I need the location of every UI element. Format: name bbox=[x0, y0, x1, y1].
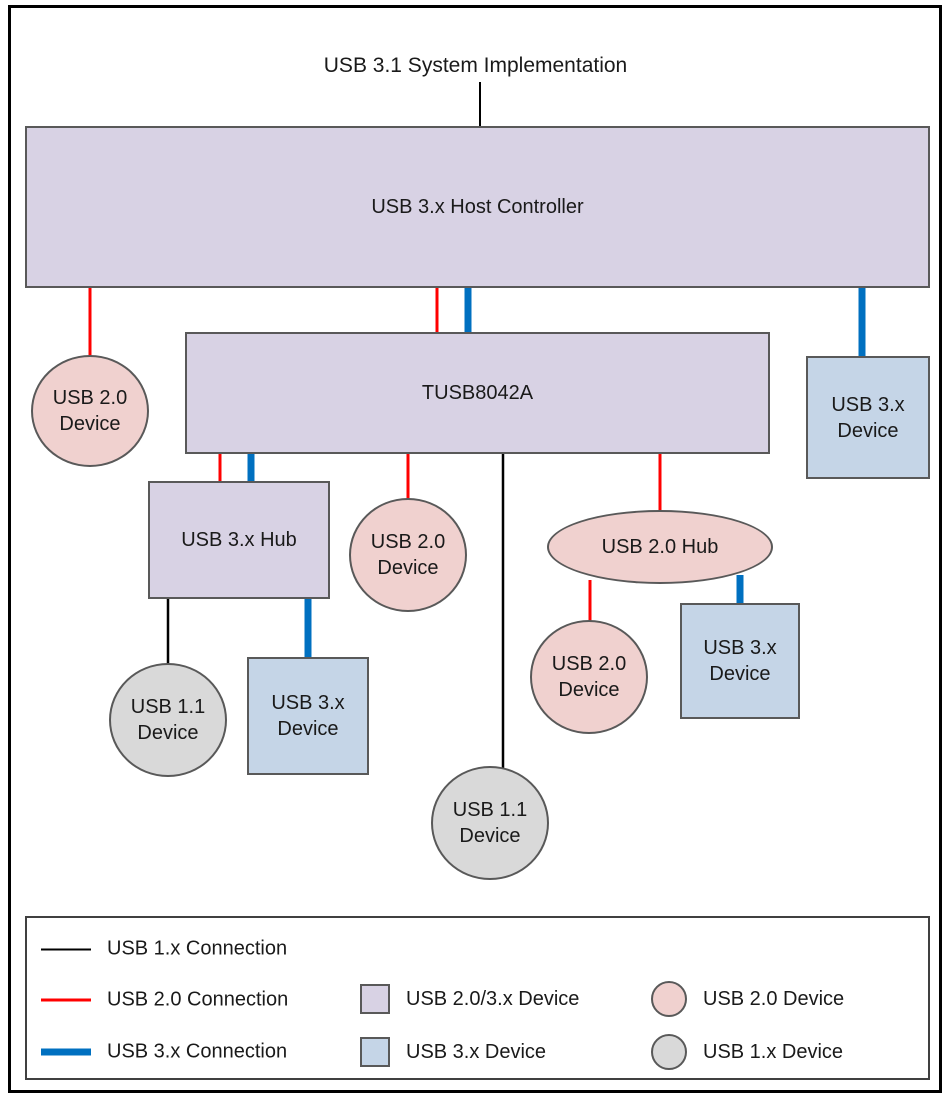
legend: USB 1.x Connection USB 2.0 Connection US… bbox=[25, 916, 930, 1080]
usb2-device-under-tusb: USB 2.0 Device bbox=[349, 498, 467, 612]
tusb8042a-box: TUSB8042A bbox=[185, 332, 770, 454]
diagram-title: USB 3.1 System Implementation bbox=[323, 54, 628, 77]
legend-item-device-2x: USB 2.0 Device bbox=[651, 981, 844, 1017]
legend-label: USB 3.x Connection bbox=[107, 1040, 288, 1063]
legend-label: USB 1.x Device bbox=[703, 1040, 844, 1063]
device-2x-swatch bbox=[651, 981, 687, 1017]
usb3-hub-box: USB 3.x Hub bbox=[148, 481, 330, 599]
legend-item-device-1x: USB 1.x Device bbox=[651, 1034, 843, 1070]
usb2-device-under-host: USB 2.0 Device bbox=[31, 355, 149, 467]
usb3-device-under-hub3: USB 3.x Device bbox=[247, 657, 369, 775]
usb2-device-under-hub2: USB 2.0 Device bbox=[530, 620, 648, 734]
usb3-device-under-hub2: USB 3.x Device bbox=[680, 603, 800, 719]
usb3-connection-swatch bbox=[41, 1048, 91, 1056]
usb2-connection-swatch bbox=[41, 998, 91, 1002]
usb3-device-under-host: USB 3.x Device bbox=[806, 356, 930, 479]
device-3x-swatch bbox=[360, 1037, 390, 1067]
device-1x-swatch bbox=[651, 1034, 687, 1070]
legend-label: USB 3.x Device bbox=[406, 1040, 547, 1063]
legend-item-device-3x: USB 3.x Device bbox=[360, 1037, 546, 1067]
legend-item-usb3-connection: USB 3.x Connection bbox=[41, 1041, 287, 1064]
usb2-hub-ellipse: USB 2.0 Hub bbox=[547, 510, 773, 584]
legend-label: USB 2.0 Connection bbox=[107, 988, 289, 1011]
legend-item-usb2-connection: USB 2.0 Connection bbox=[41, 989, 288, 1012]
legend-item-device-2x3x: USB 2.0/3.x Device bbox=[360, 984, 579, 1014]
host-controller-box: USB 3.x Host Controller bbox=[25, 126, 930, 288]
device-2x3x-swatch bbox=[360, 984, 390, 1014]
legend-label: USB 2.0/3.x Device bbox=[406, 987, 580, 1010]
legend-label: USB 2.0 Device bbox=[703, 987, 845, 1010]
usb1-connection-swatch bbox=[41, 948, 91, 950]
legend-item-usb1-connection: USB 1.x Connection bbox=[41, 938, 287, 961]
usb11-device-under-hub3: USB 1.1 Device bbox=[109, 663, 227, 777]
legend-label: USB 1.x Connection bbox=[107, 937, 288, 960]
usb11-device-under-tusb: USB 1.1 Device bbox=[431, 766, 549, 880]
